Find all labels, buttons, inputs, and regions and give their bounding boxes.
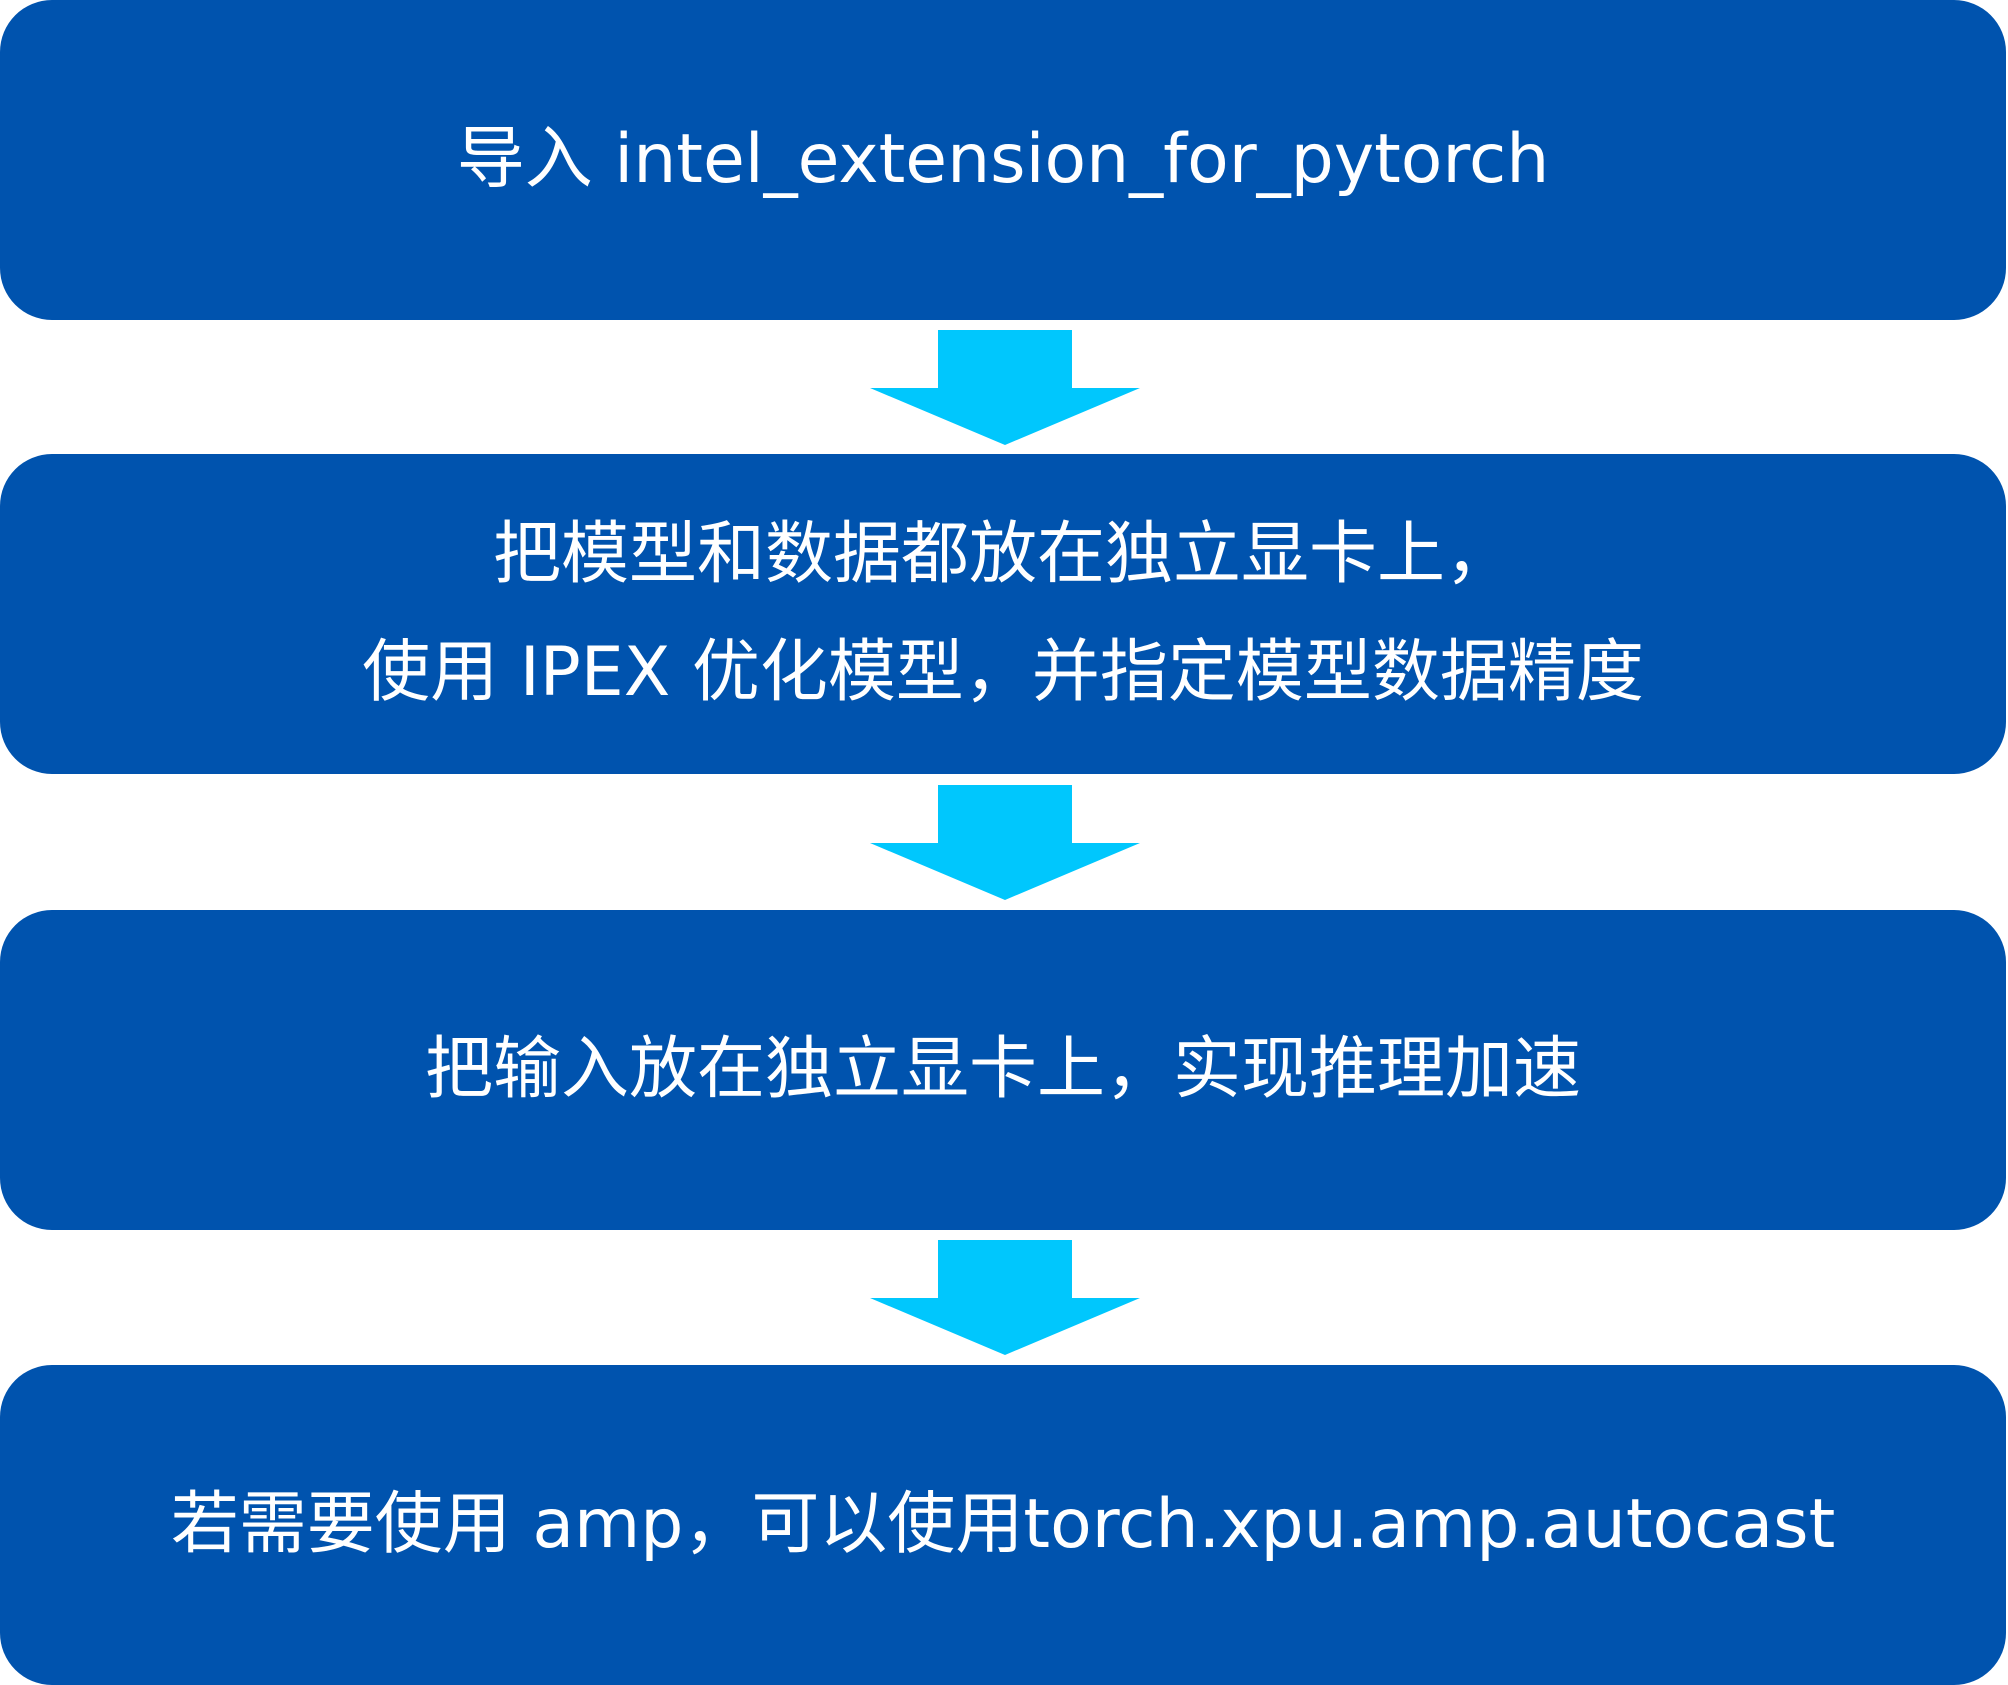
step-label: 使用 IPEX 优化模型，并指定模型数据精度 [362, 633, 1644, 712]
down-arrow-icon [870, 1240, 1140, 1355]
step-label: 把输入放在独立显卡上，实现推理加速 [424, 1030, 1581, 1109]
step-label: 把模型和数据都放在独立显卡上， [492, 515, 1513, 594]
down-arrow-icon [870, 330, 1140, 445]
down-arrow-icon [870, 785, 1140, 900]
step-label: 若需要使用 amp，可以使用torch.xpu.amp.autocast [170, 1485, 1836, 1564]
step-box-move-model-and-data: 把模型和数据都放在独立显卡上， 使用 IPEX 优化模型，并指定模型数据精度 [0, 454, 2006, 774]
step-box-import-ipex: 导入 intel_extension_for_pytorch [0, 0, 2006, 320]
step-box-amp-autocast: 若需要使用 amp，可以使用torch.xpu.amp.autocast [0, 1365, 2006, 1685]
step-box-move-input: 把输入放在独立显卡上，实现推理加速 [0, 910, 2006, 1230]
step-label: 导入 intel_extension_for_pytorch [456, 120, 1550, 199]
